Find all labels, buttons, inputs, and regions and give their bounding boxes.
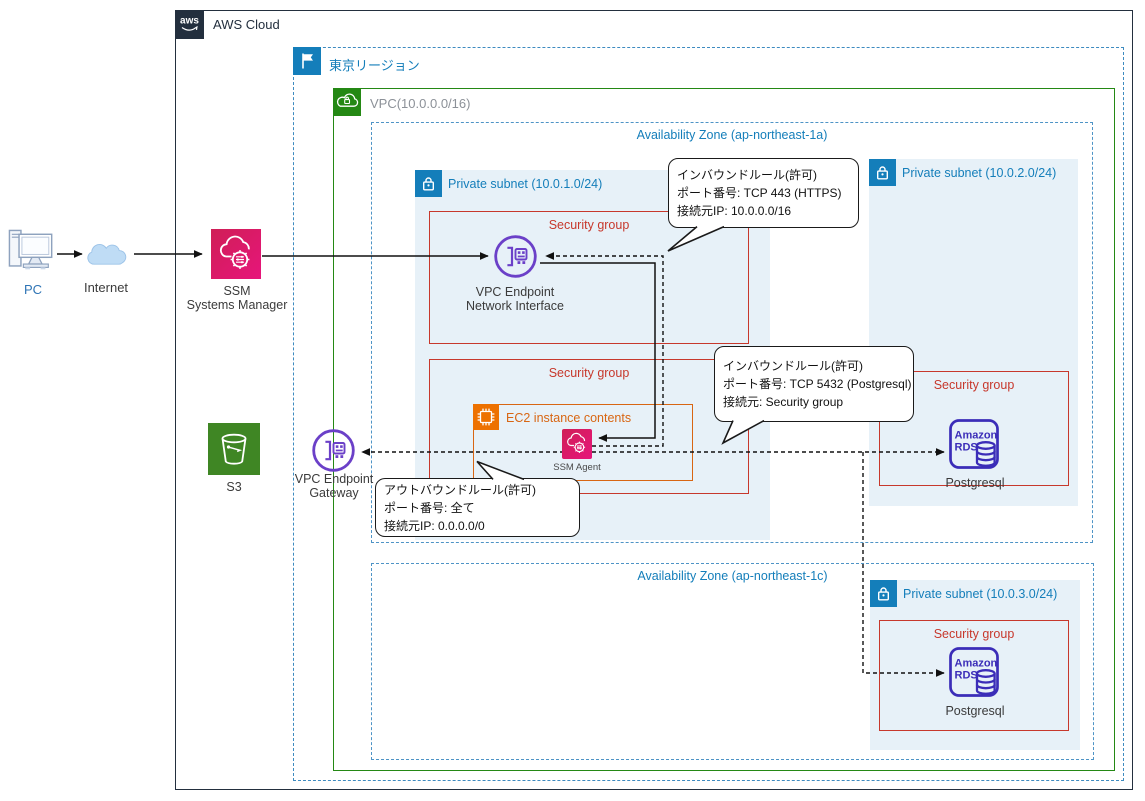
vpc-endpoint-ni-label-line1: VPC Endpoint [475,285,555,299]
subnet-1-lock-icon [415,170,442,197]
az-a-label: Availability Zone (ap-northeast-1a) [636,128,828,142]
vpc-endpoint-ni-label-line2: Network Interface [466,299,564,313]
ssm-agent-label: SSM Agent [553,462,601,473]
callout-line: ポート番号: TCP 443 (HTTPS) [677,186,842,200]
ec2-box-label: EC2 instance contents [506,411,632,425]
s3-icon [208,423,260,480]
rds-1-icon: Amazon RDS [948,418,1000,475]
callout-line: 接続元IP: 0.0.0.0/0 [384,518,485,533]
callout-line: 接続元: Security group [723,395,844,409]
security-group-label: Security group [933,378,1015,392]
ssm-label-line2: Systems Manager [186,298,288,312]
rds-icon-text-line2: RDS [955,442,978,454]
callout-outbound: アウトバウンドルール(許可) ポート番号: 全て 接続元IP: 0.0.0.0/… [375,478,580,537]
aws-logo-icon: aws [175,10,204,39]
s3-label: S3 [226,480,242,494]
ssm-label-line1: SSM [223,284,251,298]
subnet-3-lock-icon [870,580,897,607]
callout-line: ポート番号: 全て [384,500,475,515]
subnet-2-label: Private subnet (10.0.2.0/24) [902,166,1057,180]
vpc-endpoint-gateway-label-line1: VPC Endpoint [294,472,374,486]
availability-zone-a: Availability Zone (ap-northeast-1a) [371,122,1093,543]
security-group-endpoint: Security group [429,211,749,344]
callout-line: インバウンドルール(許可) [677,168,817,182]
pc-icon [8,228,56,283]
vpc-endpoint-gateway-icon [311,428,356,478]
vpc-label: VPC(10.0.0.0/16) [370,96,471,111]
tokyo-region-container: 東京リージョン [293,47,1124,781]
security-group-rds-1: Security group [879,371,1069,486]
rds-2-label: Postgresql [945,704,1005,718]
availability-zone-c: Availability Zone (ap-northeast-1c) [371,563,1094,760]
security-group-rds-2: Security group [879,620,1069,731]
callout-inbound-postgresql: インバウンドルール(許可) ポート番号: TCP 5432 (Postgresq… [714,346,914,422]
callout-line: インバウンドルール(許可) [723,359,863,373]
vpc-endpoint-network-interface-icon [493,234,538,284]
region-label: 東京リージョン [329,58,420,73]
rds-icon-text-line2: RDS [955,670,978,682]
ssm-agent-icon [562,429,592,464]
rds-icon-text-line1: Amazon [955,658,998,670]
callout-line: アウトバウンドルール(許可) [384,482,536,497]
internet-cloud-icon [82,238,134,275]
security-group-label: Security group [933,627,1015,641]
vpc-icon [333,88,361,116]
region-flag-icon [293,47,321,75]
aws-cloud-label: AWS Cloud [213,17,280,32]
security-group-label: Security group [548,366,630,380]
vpc-endpoint-gateway-label-line2: Gateway [309,486,359,500]
private-subnet-2: Private subnet (10.0.2.0/24) [869,159,1078,506]
internet-label: Internet [83,280,129,295]
ssm-systems-manager-icon [211,229,261,284]
callout-line: ポート番号: TCP 5432 (Postgresql) [723,377,912,391]
rds-1-label: Postgresql [945,476,1005,490]
subnet-2-lock-icon [869,159,896,186]
subnet-3-label: Private subnet (10.0.3.0/24) [903,587,1058,601]
aws-logo-text: aws [180,16,199,27]
callout-line: 接続元IP: 10.0.0.0/16 [677,204,792,218]
rds-icon-text-line1: Amazon [955,430,998,442]
subnet-1-label: Private subnet (10.0.1.0/24) [448,177,603,191]
aws-cloud-container: aws AWS Cloud [175,10,1133,790]
ec2-icon [473,404,499,430]
rds-2-icon: Amazon RDS [948,646,1000,703]
pc-label: PC [23,282,43,297]
security-group-label: Security group [548,218,630,232]
callout-inbound-https: インバウンドルール(許可) ポート番号: TCP 443 (HTTPS) 接続元… [668,158,859,228]
az-c-label: Availability Zone (ap-northeast-1c) [637,569,828,583]
